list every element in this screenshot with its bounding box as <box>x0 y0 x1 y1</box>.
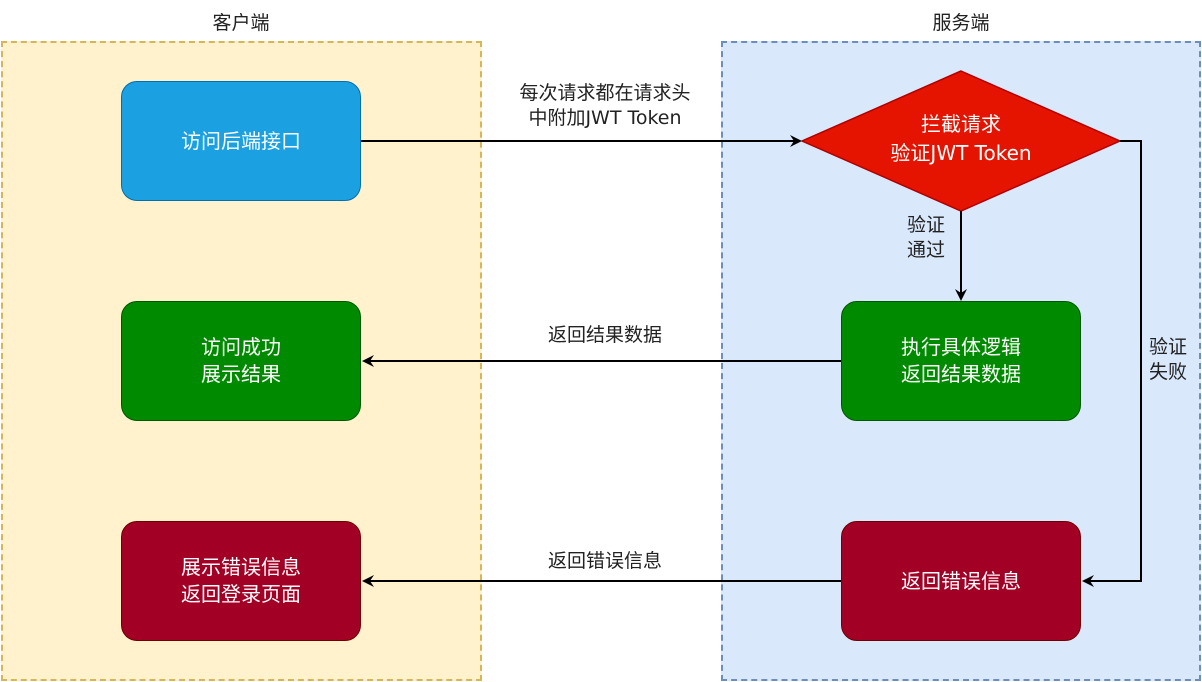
node-show-error[interactable]: 展示错误信息 返回登录页面 <box>121 521 361 641</box>
server-lane-title: 服务端 <box>932 12 990 34</box>
label-request: 每次请求都在请求头 中附加JWT Token <box>519 82 691 129</box>
client-lane-title: 客户端 <box>212 12 270 34</box>
node-access-success[interactable]: 访问成功 展示结果 <box>121 301 361 421</box>
node-return-error[interactable]: 返回错误信息 <box>841 521 1081 641</box>
label-return-error: 返回错误信息 <box>547 550 662 572</box>
edge-verify-fail <box>1082 140 1142 587</box>
label-verify-fail: 验证 失败 <box>1148 336 1187 383</box>
label-verify-pass: 验证 通过 <box>906 214 945 261</box>
node-access-backend[interactable]: 访问后端接口 <box>121 81 361 201</box>
node-execute-logic[interactable]: 执行具体逻辑 返回结果数据 <box>841 301 1081 421</box>
node-intercept-label: 拦截请求 验证JWT Token <box>890 112 1032 165</box>
label-return-data: 返回结果数据 <box>547 324 662 346</box>
